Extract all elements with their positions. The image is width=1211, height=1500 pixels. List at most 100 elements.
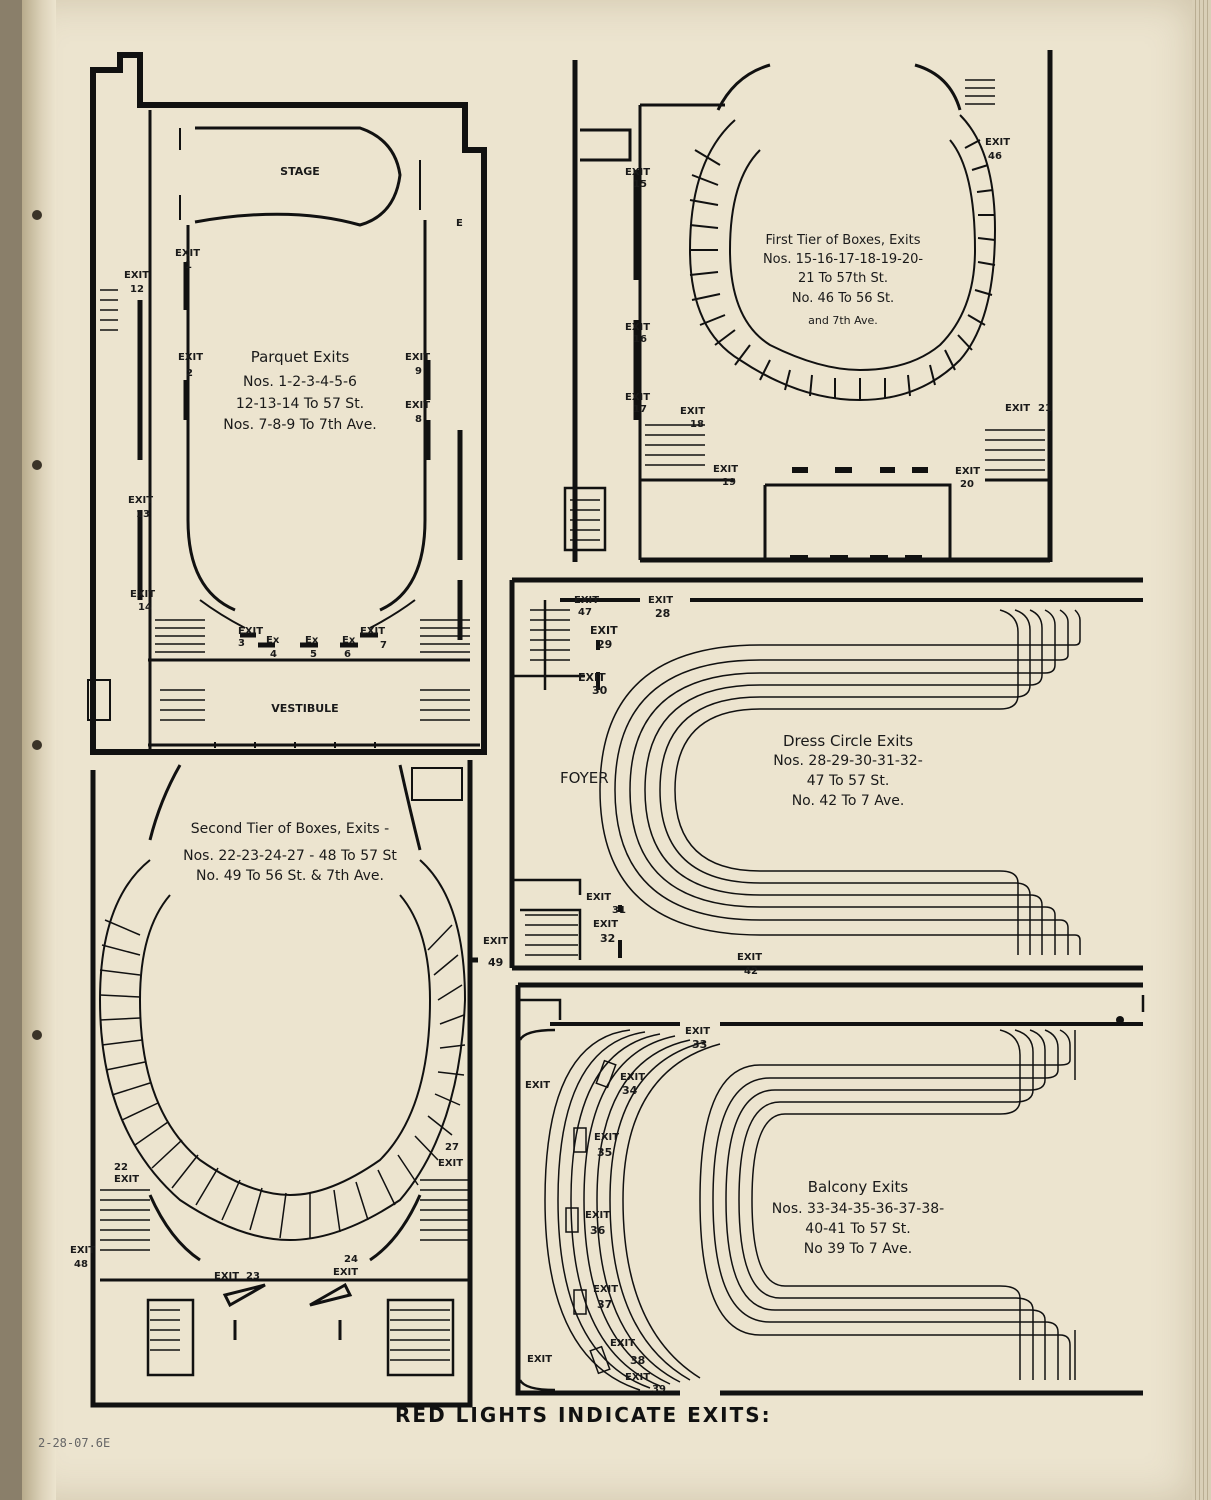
exit-number: 48: [74, 1259, 88, 1270]
exit-word: EXIT: [124, 270, 149, 281]
exit-word: EXIT: [525, 1080, 550, 1091]
exit-number: 35: [597, 1146, 612, 1159]
exit-number: 12: [130, 284, 144, 295]
dress-circle-line2: 47 To 57 St.: [807, 773, 890, 789]
first-tier-line2: 21 To 57th St.: [798, 271, 888, 286]
exit-number: 31: [612, 905, 626, 916]
balcony-line3: No 39 To 7 Ave.: [804, 1241, 912, 1257]
exit-word: EXIT: [625, 1372, 650, 1383]
second-tier-labels: Second Tier of Boxes, Exits - Nos. 22-23…: [70, 821, 508, 1282]
exit-word: EXIT: [585, 1210, 610, 1221]
first-tier-line3: No. 46 To 56 St.: [792, 291, 894, 306]
exit-number: 3: [238, 638, 245, 649]
exit-number: 24: [344, 1254, 358, 1265]
archive-pencil-note: 2-28-07.6E: [38, 1436, 111, 1450]
exit-number: 5: [310, 649, 317, 660]
exit-word: EXIT: [648, 595, 673, 606]
exit-number: 19: [722, 477, 736, 488]
exit-word: EXIT: [360, 626, 385, 637]
foyer-label: FOYER: [560, 769, 609, 787]
exit-word: EXIT: [483, 936, 508, 947]
exit-number: 8: [415, 414, 422, 425]
exit-word: EXIT: [405, 352, 430, 363]
exit-word: EXIT: [70, 1245, 95, 1256]
parquet-exits-title: Parquet Exits: [251, 348, 350, 366]
exit-word: EXIT: [680, 406, 705, 417]
balcony-labels: Balcony Exits Nos. 33-34-35-36-37-38- 40…: [525, 1026, 944, 1395]
exit-word: EXIT: [574, 595, 599, 606]
exit-number: 30: [592, 684, 608, 697]
parquet-exits-line3: Nos. 7-8-9 To 7th Ave.: [223, 417, 377, 433]
exit-number: 15: [633, 179, 647, 190]
exit-word: EXIT: [178, 352, 203, 363]
exit-word: EXIT: [238, 626, 263, 637]
exit-word: EXIT: [685, 1026, 710, 1037]
exit-number: 49: [488, 956, 503, 969]
exit-number: 38: [630, 1354, 645, 1367]
exit-number: 4: [270, 649, 277, 660]
exit-word: EXIT: [214, 1271, 239, 1282]
dress-circle-line1: Nos. 28-29-30-31-32-: [773, 753, 923, 769]
exit-number: 9: [415, 366, 422, 377]
exit-number: 37: [597, 1298, 612, 1311]
second-tier-plan: [90, 760, 478, 1408]
second-tier-line1: Nos. 22-23-24-27 - 48 To 57 St: [183, 848, 397, 864]
exit-word: EXIT: [593, 1284, 618, 1295]
exit-word: EXIT: [593, 919, 618, 930]
exit-number: 16: [633, 334, 647, 345]
exit-lights-caption: RED LIGHTS INDICATE EXITS:: [395, 1403, 772, 1427]
dress-circle-plan: [509, 577, 1143, 971]
first-tier-labels: First Tier of Boxes, Exits Nos. 15-16-17…: [625, 137, 1052, 490]
exit-number: 7: [380, 640, 387, 651]
balcony-plan: [515, 982, 1145, 1396]
exit-word: EXIT: [175, 248, 200, 259]
balcony-title: Balcony Exits: [808, 1178, 909, 1196]
exit-word: EXIT: [713, 464, 738, 475]
exit-number: 2: [186, 368, 193, 379]
balcony-line1: Nos. 33-34-35-36-37-38-: [772, 1201, 944, 1217]
exit-number: 20: [960, 479, 974, 490]
binding-stitch: [32, 210, 42, 220]
exit-number: 42: [744, 966, 758, 977]
second-tier-title: Second Tier of Boxes, Exits -: [191, 821, 389, 837]
binding-stitch: [32, 740, 42, 750]
exit-word: EXIT: [594, 1132, 619, 1143]
exit-word: EXIT: [610, 1338, 635, 1349]
exit-number: 21: [1038, 403, 1052, 414]
exit-ex-label: Ex: [266, 635, 280, 646]
parquet-plan: [87, 52, 487, 755]
stage-label: STAGE: [280, 165, 320, 178]
exit-number: 39: [652, 1384, 666, 1395]
exit-number: 34: [622, 1084, 638, 1097]
first-tier-line1: Nos. 15-16-17-18-19-20-: [763, 252, 923, 267]
exit-number: 13: [136, 509, 150, 520]
first-tier-line4: and 7th Ave.: [808, 314, 878, 327]
dress-circle-line3: No. 42 To 7 Ave.: [792, 793, 905, 809]
parquet-exits-line2: 12-13-14 To 57 St.: [236, 396, 364, 412]
exit-word: EXIT: [578, 671, 606, 684]
exit-number: 36: [590, 1224, 606, 1237]
exit-word: EXIT: [625, 322, 650, 333]
exit-number: 46: [988, 151, 1002, 162]
exit-number: 22: [114, 1162, 128, 1173]
exit-word: EXIT: [625, 167, 650, 178]
exit-word: EXIT: [114, 1174, 139, 1185]
page-binding: [22, 0, 56, 1500]
exit-e-label: E: [456, 218, 463, 229]
balcony-line2: 40-41 To 57 St.: [805, 1221, 910, 1237]
exit-number: 29: [597, 638, 612, 651]
page-edges: [1192, 0, 1211, 1500]
exit-word: EXIT: [527, 1354, 552, 1365]
dress-circle-labels: FOYER Dress Circle Exits Nos. 28-29-30-3…: [560, 595, 923, 977]
exit-number: 47: [578, 607, 592, 618]
exit-word: EXIT: [405, 400, 430, 411]
exit-word: EXIT: [333, 1267, 358, 1278]
exit-word: EXIT: [590, 624, 618, 637]
first-tier-plan: [563, 50, 1053, 563]
parquet-exits-line1: Nos. 1-2-3-4-5-6: [243, 374, 357, 390]
vestibule-label: VESTIBULE: [271, 702, 338, 715]
exit-number: 28: [655, 607, 670, 620]
exit-word: EXIT: [130, 589, 155, 600]
exit-number: 6: [344, 649, 351, 660]
